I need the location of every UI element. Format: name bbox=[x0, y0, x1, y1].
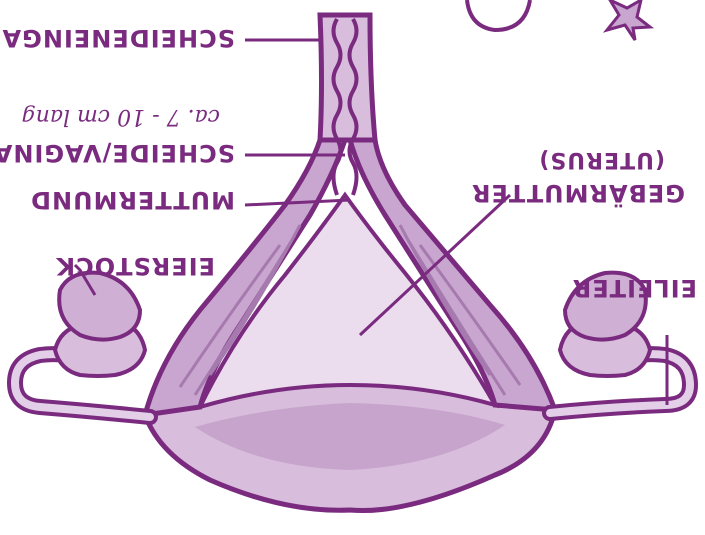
label-scheide-length: ca. 7 - 10 cm lang bbox=[22, 104, 220, 129]
circle-decoration bbox=[467, 0, 530, 30]
ovary-right bbox=[59, 273, 140, 340]
vagina-tube bbox=[320, 15, 375, 140]
label-scheide-vagina: SCHEIDE/VAGINA bbox=[0, 139, 235, 167]
label-gebaermutter: GEBÄRMUTTER bbox=[471, 179, 685, 208]
label-muttermund: MUTTERMUND bbox=[30, 186, 235, 214]
star-decoration bbox=[607, 0, 650, 40]
label-scheideneingang: SCHEIDENEINGANG bbox=[0, 24, 235, 52]
label-eierstock: EIERSTOCK bbox=[55, 252, 215, 280]
label-uterus: (UTERUS) bbox=[538, 147, 665, 172]
label-eileiter: EILEITER bbox=[572, 274, 697, 302]
